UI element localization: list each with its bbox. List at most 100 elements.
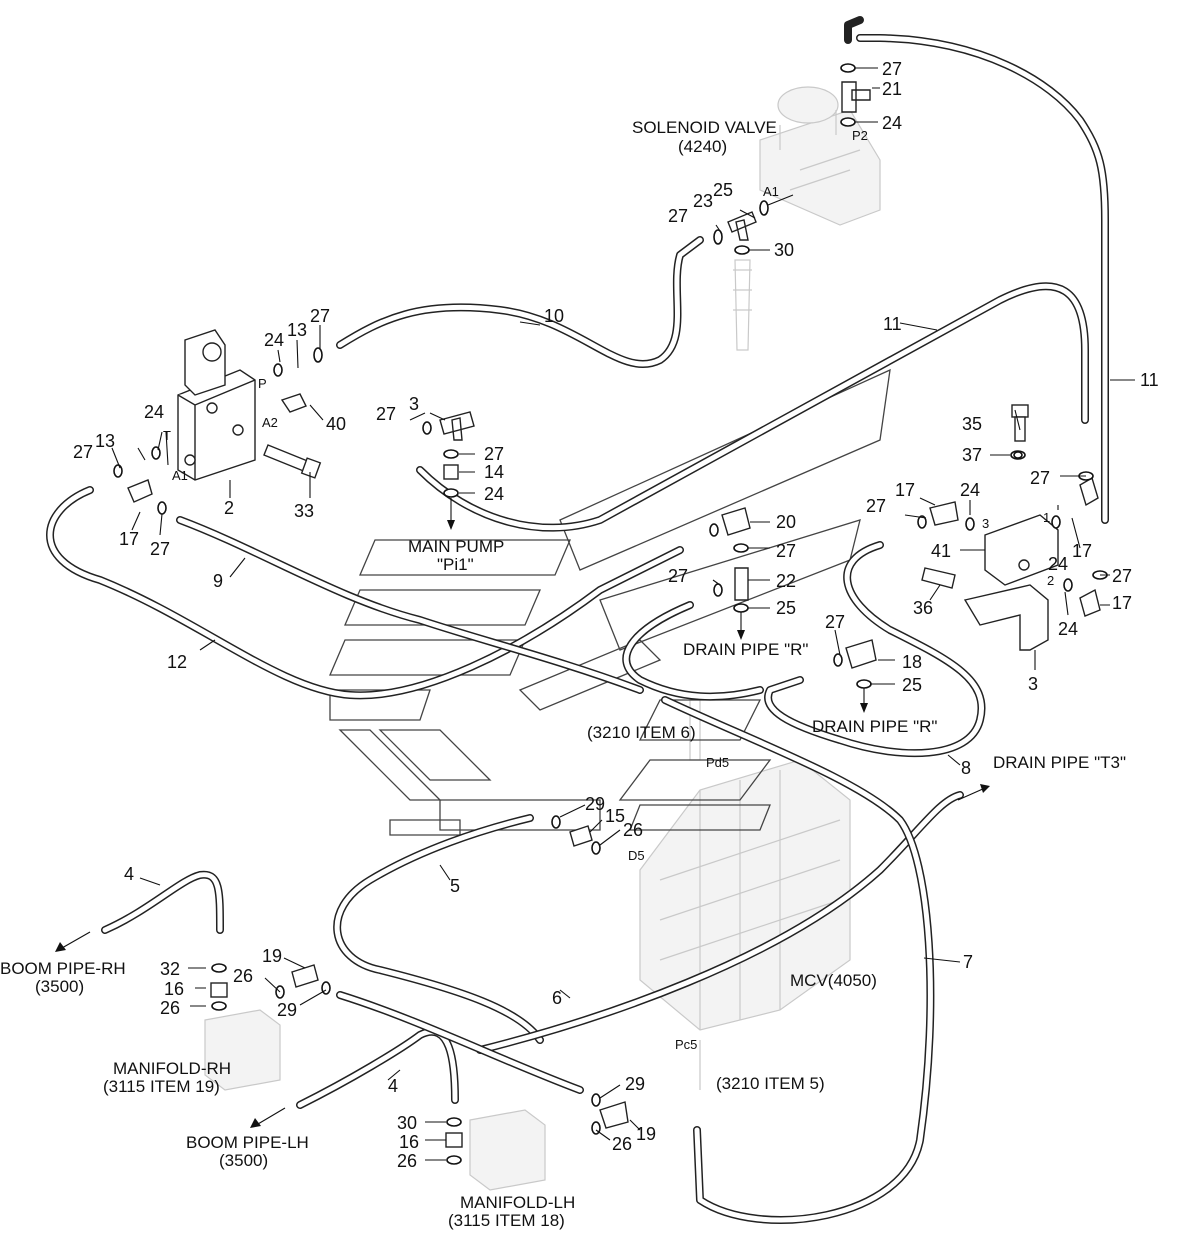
fitting-40[interactable] xyxy=(280,393,307,413)
hose-8[interactable] xyxy=(764,541,986,758)
elbow-fitting-18[interactable] xyxy=(845,639,877,669)
callout-24: 24 xyxy=(1048,554,1068,574)
port-pd5: Pd5 xyxy=(706,755,729,770)
callout-29: 29 xyxy=(625,1074,645,1094)
bolt-33[interactable] xyxy=(263,444,322,479)
hose-6[interactable] xyxy=(476,791,964,1054)
tee-fitting-22[interactable] xyxy=(734,567,749,601)
hose-drain-r[interactable] xyxy=(622,601,764,701)
adapter-14[interactable] xyxy=(443,464,459,480)
port-2: 2 xyxy=(1047,573,1054,588)
solenoid-valve-ref: (4240) xyxy=(678,137,727,156)
callout-27: 27 xyxy=(150,539,170,559)
hose-5[interactable] xyxy=(333,814,544,1044)
main-pump-ref: "Pi1" xyxy=(437,555,474,574)
hose-4-upper[interactable] xyxy=(101,870,224,934)
callout-3: 3 xyxy=(409,394,419,414)
bolt-35[interactable] xyxy=(1011,404,1029,442)
fitting-36[interactable] xyxy=(921,567,956,589)
hose-9[interactable] xyxy=(176,516,644,694)
callout-33: 33 xyxy=(294,501,314,521)
boom-pipe-lh-ref: (3500) xyxy=(219,1151,268,1170)
port-d5: D5 xyxy=(628,848,645,863)
elbow-fitting-17[interactable] xyxy=(127,476,1101,617)
callout-30: 30 xyxy=(397,1113,417,1133)
callout-27: 27 xyxy=(866,496,886,516)
hose-4-lower[interactable] xyxy=(296,1027,459,1109)
callout-27: 27 xyxy=(484,444,504,464)
callout-25: 25 xyxy=(902,675,922,695)
callout-40: 40 xyxy=(326,414,346,434)
callout-27: 27 xyxy=(376,404,396,424)
callout-35: 35 xyxy=(962,414,982,434)
callout-27: 27 xyxy=(668,566,688,586)
callout-16: 16 xyxy=(164,979,184,999)
callout-11: 11 xyxy=(883,314,902,334)
port-p2: P2 xyxy=(852,128,868,143)
port-labels: P2 A1 P A2 T A1 Pd5 D5 Pc5 1 2 3 xyxy=(163,128,1054,1052)
port-1: 1 xyxy=(1043,510,1050,525)
manifold-rh-body xyxy=(204,1009,281,1091)
port-t: T xyxy=(163,428,171,443)
callout-3: 3 xyxy=(1028,674,1038,694)
callout-19: 19 xyxy=(636,1124,656,1144)
callout-10: 10 xyxy=(544,306,564,326)
leader-lines xyxy=(111,67,1135,1161)
port-p: P xyxy=(258,376,267,391)
tee-fitting-3[interactable] xyxy=(439,411,475,441)
valve-block-2[interactable] xyxy=(177,329,256,481)
callout-27: 27 xyxy=(825,612,845,632)
adapter-16[interactable] xyxy=(210,982,463,1148)
hose-manifold-crossover[interactable] xyxy=(336,991,584,1094)
callout-17: 17 xyxy=(1112,593,1132,613)
callout-13: 13 xyxy=(287,320,307,340)
callout-12: 12 xyxy=(167,652,187,672)
item6-label: (3210 ITEM 6) xyxy=(587,723,696,742)
hose-10[interactable] xyxy=(336,236,704,369)
tee-fitting-23[interactable] xyxy=(727,211,757,241)
callout-6: 6 xyxy=(552,988,562,1008)
callout-23: 23 xyxy=(693,191,713,211)
elbow-fitting-20[interactable] xyxy=(721,507,751,536)
port-a1: A1 xyxy=(172,468,188,483)
flow-arrows xyxy=(55,498,990,1128)
port-pc5: Pc5 xyxy=(675,1037,697,1052)
manifold-lh-ref: (3115 ITEM 18) xyxy=(448,1211,565,1230)
callout-27: 27 xyxy=(1112,566,1132,586)
bracket-3[interactable] xyxy=(963,584,1049,651)
drain-pipe-r-label-1: DRAIN PIPE "R" xyxy=(683,640,808,659)
solenoid-body-fitting xyxy=(733,259,752,351)
port-a2: A2 xyxy=(262,415,278,430)
o-rings xyxy=(113,63,1108,1165)
callout-29: 29 xyxy=(585,794,605,814)
callout-27: 27 xyxy=(73,442,93,462)
hose-12[interactable] xyxy=(46,486,684,700)
elbow-fitting-19[interactable] xyxy=(291,964,629,1129)
part-number-callouts: 27 21 24 25 23 27 30 10 11 11 24 13 27 4… xyxy=(73,59,1159,1171)
block-41[interactable] xyxy=(984,514,1059,586)
solenoid-valve-body xyxy=(759,86,881,226)
callout-36: 36 xyxy=(913,598,933,618)
boom-pipe-rh-ref: (3500) xyxy=(35,977,84,996)
fitting-15[interactable] xyxy=(569,825,593,847)
callout-26: 26 xyxy=(397,1151,417,1171)
hose-11-vertical[interactable] xyxy=(844,16,1109,524)
main-pump-label: MAIN PUMP xyxy=(408,537,504,556)
callout-13: 13 xyxy=(95,431,115,451)
callout-20: 20 xyxy=(776,512,796,532)
callout-18: 18 xyxy=(902,652,922,672)
callout-16: 16 xyxy=(399,1132,419,1152)
mcv-valve-body xyxy=(639,699,851,1090)
drain-pipe-t3-label: DRAIN PIPE "T3" xyxy=(993,753,1126,772)
callout-27: 27 xyxy=(1030,468,1050,488)
tee-fitting-21[interactable] xyxy=(841,81,871,113)
hose-11[interactable] xyxy=(416,282,1089,532)
callout-17: 17 xyxy=(895,480,915,500)
callout-11: 11 xyxy=(1140,370,1159,390)
callout-27: 27 xyxy=(310,306,330,326)
callout-5: 5 xyxy=(450,876,460,896)
callout-17: 17 xyxy=(1072,541,1092,561)
callout-27: 27 xyxy=(668,206,688,226)
hose-7[interactable] xyxy=(661,696,935,1224)
